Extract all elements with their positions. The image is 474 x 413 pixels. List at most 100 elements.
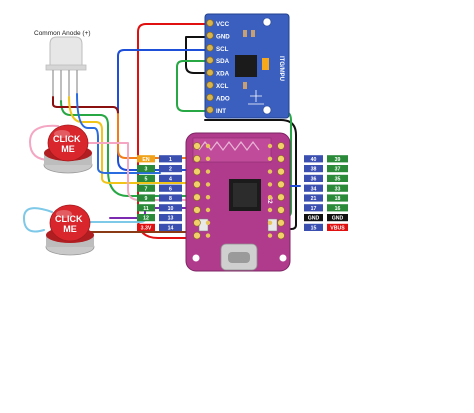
mpu-pin-hole xyxy=(206,44,214,52)
mount-hole-left xyxy=(192,254,200,262)
button-2-label-line2: ME xyxy=(63,224,77,234)
rgb-led xyxy=(45,36,87,101)
left-pin-name-tag xyxy=(137,223,155,231)
push-button-2[interactable]: CLICK ME xyxy=(45,204,95,256)
board-right-pad-inner xyxy=(267,220,273,225)
right-pin-num-tag xyxy=(304,204,323,212)
right-pin-num: 36 xyxy=(311,177,317,183)
board-right-pad xyxy=(277,180,285,189)
board-right-pad xyxy=(277,231,285,240)
left-pin-name-tag xyxy=(137,204,155,212)
board-left-pad xyxy=(193,193,201,201)
board-right-pad xyxy=(277,219,285,227)
button-1-label-line2: ME xyxy=(61,144,75,154)
mpu-pin-hole xyxy=(206,81,214,89)
mpu-pin-headers xyxy=(206,19,214,114)
mpu-pin-hole xyxy=(206,68,214,77)
right-pin-num: 15 xyxy=(311,226,317,232)
wire-led-green xyxy=(60,100,190,197)
board-right-pad-inner xyxy=(267,233,273,238)
board-right-pad xyxy=(277,206,285,214)
left-pin-num-tag xyxy=(159,204,182,212)
wire-led-yellow xyxy=(68,96,190,184)
board-right-pad xyxy=(277,142,285,150)
mpu-pin-label: VCC xyxy=(216,21,230,28)
wire-gnd xyxy=(185,36,297,230)
board-right-pad-inner xyxy=(267,182,273,187)
board-left-pad-inner xyxy=(205,143,211,149)
left-pin-num: 6 xyxy=(169,186,172,192)
right-pin-name: 16 xyxy=(335,206,341,212)
right-pin-num: 34 xyxy=(311,186,317,192)
left-pin-name-tag xyxy=(137,155,155,163)
board-right-pad-inner xyxy=(267,156,273,161)
mpu-pin-label: XDA xyxy=(216,71,230,78)
left-pin-name-tag xyxy=(137,174,155,182)
mpu-axis-icon xyxy=(248,90,264,105)
right-pin-name-tag xyxy=(327,155,348,163)
board-left-pad xyxy=(193,142,201,150)
left-pin-name-tag xyxy=(137,194,155,202)
left-pin-name-tag xyxy=(137,184,155,192)
mpu-pin-hole xyxy=(206,56,214,64)
right-pin-name-tag xyxy=(327,214,348,222)
board-left-pad-inner xyxy=(205,233,211,238)
board-left-pad-inner xyxy=(205,182,211,187)
left-pin-num: 14 xyxy=(168,226,174,232)
mpu-pin-hole xyxy=(206,19,214,27)
board-left-pad-inner xyxy=(205,156,211,161)
mpu-pin-hole xyxy=(206,31,214,40)
right-pin-name-tag xyxy=(327,184,348,192)
right-pin-name: 35 xyxy=(335,177,341,183)
board-right-pad-inner xyxy=(267,143,273,149)
left-pin-name: 9 xyxy=(145,196,148,202)
wire-scl xyxy=(117,49,206,171)
board-left-pad xyxy=(193,219,201,227)
right-pin-num-tag xyxy=(304,155,323,163)
left-pin-num-tag xyxy=(159,174,182,182)
board-left-pad xyxy=(193,155,201,163)
right-pin-name-tag xyxy=(327,194,348,202)
board-right-pad-inner xyxy=(267,169,273,174)
mpu-chip xyxy=(235,55,257,77)
board-left-pad xyxy=(193,167,201,176)
board-right-pad-inner xyxy=(267,195,273,200)
mpu-pin-label: XCL xyxy=(216,83,229,90)
right-pin-num-tag xyxy=(304,165,323,173)
right-pin-name: VBUS xyxy=(330,226,345,232)
board-left-pad xyxy=(193,206,201,214)
right-pin-num: 40 xyxy=(311,157,317,163)
mpu-pin-hole xyxy=(206,106,214,114)
board-right-pad xyxy=(277,193,285,201)
board-right-pad-inner xyxy=(267,207,273,213)
mpu-chip-label: ITG/MPU xyxy=(278,56,284,81)
left-pin-num: 4 xyxy=(169,177,172,183)
push-button-1[interactable]: CLICK ME xyxy=(43,124,93,174)
left-pin-num: 8 xyxy=(169,196,172,202)
board-left-pad-inner xyxy=(205,169,211,174)
mpu-pin-label: INT xyxy=(216,108,226,115)
left-pin-num-tag xyxy=(159,165,182,173)
right-pin-num: 21 xyxy=(311,196,317,202)
right-pin-name: 39 xyxy=(335,157,341,163)
left-pin-name: 3.3V xyxy=(141,226,152,232)
board-left-pad-inner xyxy=(205,207,211,213)
right-pin-name: 33 xyxy=(335,186,341,192)
esp32-board: S2 xyxy=(185,132,291,272)
right-pin-name-tag xyxy=(327,165,348,173)
left-pin-num-tag xyxy=(159,184,182,192)
board-left-pad xyxy=(193,231,201,240)
left-pin-num-tag xyxy=(159,155,182,163)
button-1-label-line1: CLICK xyxy=(53,134,81,144)
left-pin-num: 10 xyxy=(168,206,174,212)
button-2-label: CLICK ME xyxy=(55,214,85,234)
right-pin-name: 18 xyxy=(335,196,341,202)
left-pin-name: 7 xyxy=(145,186,148,192)
left-pin-num: 2 xyxy=(169,167,172,173)
left-pin-name: 11 xyxy=(143,206,149,212)
right-pin-num-tag xyxy=(304,223,323,231)
right-pin-name-tag xyxy=(327,223,348,231)
